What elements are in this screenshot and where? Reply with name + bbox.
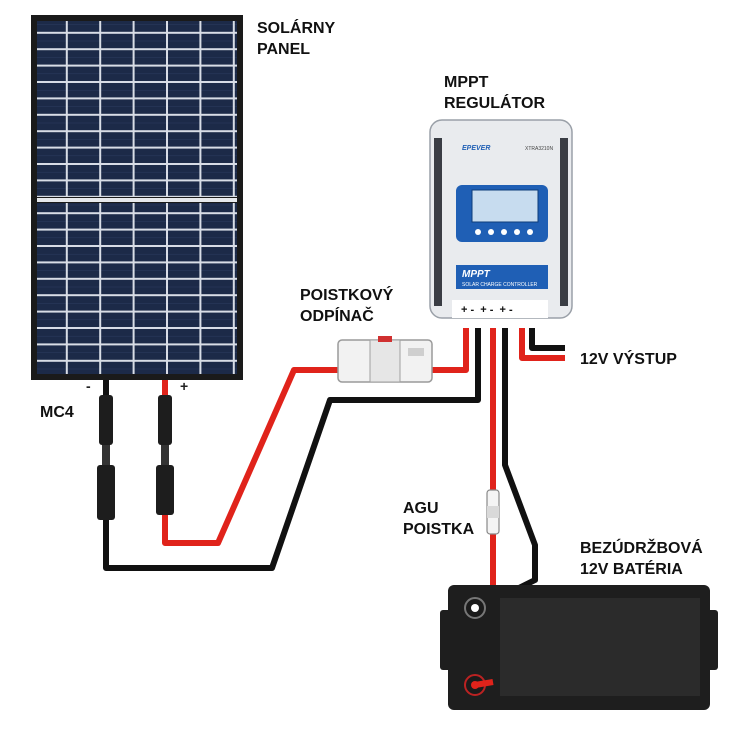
- fuse-disconnector-label: POISTKOVÝ ODPÍNAČ: [300, 287, 394, 325]
- mc4-label: MC4: [40, 404, 74, 421]
- controller-badge: MPPT: [462, 269, 491, 280]
- controller-brand: EPEVER: [462, 145, 490, 152]
- battery-label: BEZÚDRŽBOVÁ 12V BATÉRIA: [580, 540, 703, 578]
- panel-positive-sign: +: [180, 378, 189, 394]
- battery: [440, 585, 718, 710]
- solar-panel: [31, 15, 243, 380]
- panel-negative-sign: -: [86, 378, 91, 394]
- controller-badge-sub: SOLAR CHARGE CONTROLLER: [462, 282, 538, 288]
- solar-panel-label: SOLÁRNY PANEL: [257, 20, 336, 58]
- output-label: 12V VÝSTUP: [580, 351, 677, 368]
- mc4-connectors: [97, 395, 174, 520]
- fuse-disconnector: [337, 336, 433, 383]
- mppt-label: MPPT REGULÁTOR: [444, 74, 546, 112]
- agu-fuse-label: AGU POISTKA: [403, 500, 475, 538]
- controller-terminals: + - + - + -: [461, 304, 513, 316]
- controller-model: XTRA3210N: [525, 146, 553, 152]
- agu-fuse: [486, 489, 500, 535]
- mppt-controller: EPEVER XTRA3210N MPPT SOLAR CHARGE CONTR…: [429, 119, 573, 319]
